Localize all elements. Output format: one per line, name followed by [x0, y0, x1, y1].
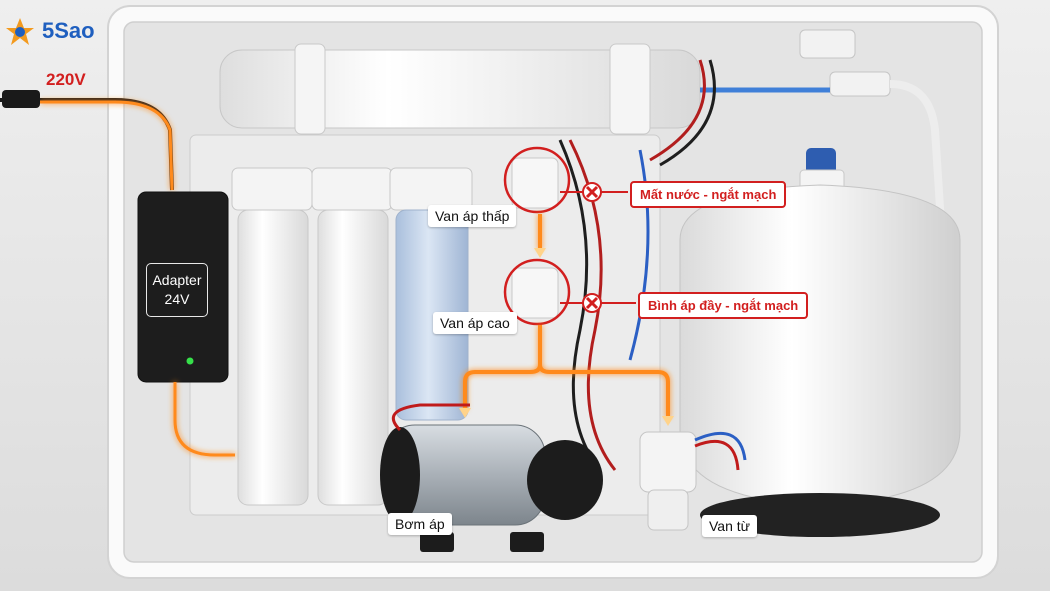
adapter-line-2: 24V: [164, 291, 190, 307]
top-fittings: [700, 29, 959, 441]
power-cable: [0, 90, 174, 191]
voltage-label: 220V: [46, 70, 86, 89]
brand-logo: 5Sao: [6, 18, 95, 44]
label-high-pressure-valve: Van áp cao: [433, 312, 517, 334]
high-pressure-switch: [503, 258, 571, 326]
label-solenoid-valve: Van từ: [702, 515, 758, 537]
filter-housing-1: [231, 167, 313, 506]
label-pump: Bơm áp: [388, 513, 452, 535]
label-low-pressure-valve: Van áp thấp: [428, 205, 517, 227]
filter-housing-3-clear: [389, 167, 473, 421]
solenoid-valve: [639, 431, 747, 531]
brand-name: 5Sao: [42, 18, 95, 43]
led-icon: [186, 357, 194, 365]
warning-water-loss: Mất nước - ngắt mạch: [630, 181, 787, 208]
warning-tank-full: Bình áp đầy - ngắt mạch: [638, 292, 809, 319]
low-pressure-switch: [503, 146, 571, 214]
pressure-tank: [679, 148, 961, 537]
filter-housing-2: [311, 167, 393, 506]
signal-path: [463, 214, 670, 418]
booster-pump: [380, 403, 603, 552]
arrow-icon: [459, 248, 674, 426]
adapter-line-1: Adapter: [152, 272, 202, 288]
power-adapter: [137, 191, 235, 457]
star-logo-icon: [6, 18, 34, 45]
ro-membrane-housing: [219, 43, 701, 135]
adapter-label: Adapter 24V: [146, 263, 208, 317]
cross-icon: [582, 182, 602, 313]
